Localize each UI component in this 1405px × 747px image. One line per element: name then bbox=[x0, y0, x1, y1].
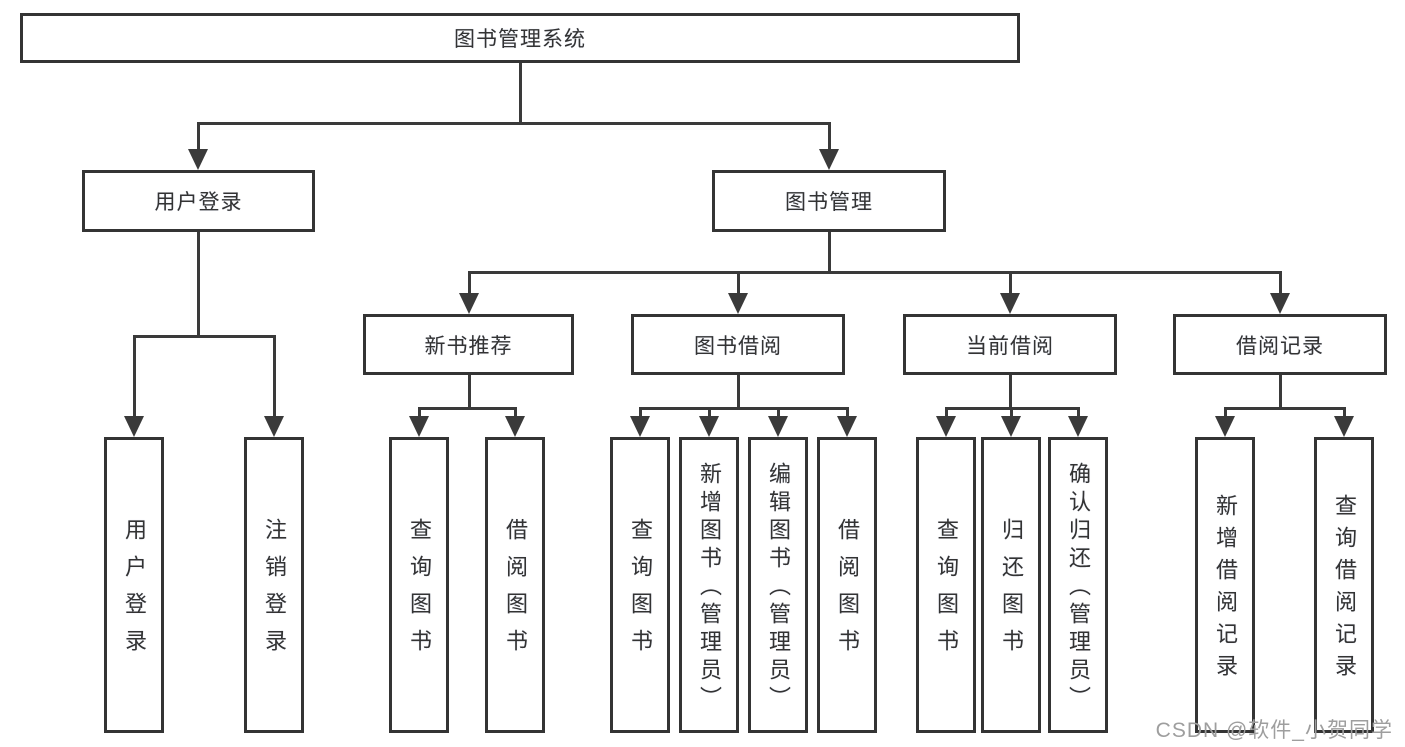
connector-drop bbox=[1076, 407, 1080, 418]
connector-stem bbox=[1278, 375, 1282, 410]
arrow-down-icon bbox=[936, 416, 956, 437]
arrow-down-icon bbox=[630, 416, 650, 437]
leaf-edit-book-admin: 编辑图书（管理员） bbox=[748, 437, 808, 733]
node-root-system: 图书管理系统 bbox=[20, 13, 1020, 63]
connector-drop bbox=[944, 407, 948, 418]
arrow-down-icon bbox=[1215, 416, 1235, 437]
arrow-down-icon bbox=[699, 416, 719, 437]
arrow-down-icon bbox=[768, 416, 788, 437]
connector-drop bbox=[827, 122, 831, 151]
arrow-down-icon bbox=[1001, 416, 1021, 437]
node-book-borrow: 图书借阅 bbox=[631, 314, 845, 375]
leaf-query-books-borrow: 查询图书 bbox=[610, 437, 670, 733]
leaf-query-books-current: 查询图书 bbox=[916, 437, 976, 733]
node-book-management: 图书管理 bbox=[712, 170, 946, 232]
leaf-return-book: 归还图书 bbox=[981, 437, 1041, 733]
connector-rail bbox=[638, 407, 849, 410]
connector-drop bbox=[736, 271, 740, 295]
arrow-down-icon bbox=[505, 416, 525, 437]
arrow-down-icon bbox=[124, 416, 144, 437]
connector-stem bbox=[518, 63, 522, 125]
leaf-borrow-books-borrow: 借阅图书 bbox=[817, 437, 877, 733]
arrow-down-icon bbox=[837, 416, 857, 437]
arrow-down-icon bbox=[264, 416, 284, 437]
connector-drop bbox=[513, 407, 517, 418]
leaf-query-books-recommend: 查询图书 bbox=[389, 437, 449, 733]
connector-rail bbox=[417, 407, 517, 410]
leaf-logout: 注销登录 bbox=[244, 437, 304, 733]
connector-stem bbox=[1008, 375, 1012, 410]
connector-drop bbox=[132, 335, 136, 418]
connector-drop bbox=[1223, 407, 1227, 418]
leaf-confirm-return-admin: 确认归还（管理员） bbox=[1048, 437, 1108, 733]
arrow-down-icon bbox=[1068, 416, 1088, 437]
connector-drop bbox=[417, 407, 421, 418]
connector-drop bbox=[776, 407, 780, 418]
connector-rail bbox=[1223, 407, 1346, 410]
connector-drop bbox=[1009, 407, 1013, 418]
connector-drop bbox=[467, 271, 471, 295]
connector-drop bbox=[707, 407, 711, 418]
connector-stem bbox=[196, 232, 200, 338]
connector-drop bbox=[196, 122, 200, 151]
node-new-book-recommend: 新书推荐 bbox=[363, 314, 574, 375]
connector-drop bbox=[638, 407, 642, 418]
node-borrow-records: 借阅记录 bbox=[1173, 314, 1387, 375]
connector-rail bbox=[467, 271, 1282, 274]
arrow-down-icon bbox=[459, 293, 479, 314]
leaf-add-borrow-record: 新增借阅记录 bbox=[1195, 437, 1255, 733]
connector-drop bbox=[1008, 271, 1012, 295]
watermark: CSDN @软件_小贺同学 bbox=[1155, 719, 1393, 742]
arrow-down-icon bbox=[409, 416, 429, 437]
connector-rail bbox=[132, 335, 276, 338]
leaf-user-login: 用户登录 bbox=[104, 437, 164, 733]
connector-stem bbox=[736, 375, 740, 410]
connector-drop bbox=[1278, 271, 1282, 295]
connector-drop bbox=[845, 407, 849, 418]
arrow-down-icon bbox=[728, 293, 748, 314]
connector-drop bbox=[272, 335, 276, 418]
leaf-query-borrow-record: 查询借阅记录 bbox=[1314, 437, 1374, 733]
arrow-down-icon bbox=[819, 149, 839, 170]
node-current-borrow: 当前借阅 bbox=[903, 314, 1117, 375]
connector-drop bbox=[1342, 407, 1346, 418]
leaf-borrow-books-recommend: 借阅图书 bbox=[485, 437, 545, 733]
connector-stem bbox=[467, 375, 471, 410]
connector-stem bbox=[827, 232, 831, 274]
arrow-down-icon bbox=[1270, 293, 1290, 314]
leaf-add-book-admin: 新增图书（管理员） bbox=[679, 437, 739, 733]
arrow-down-icon bbox=[1334, 416, 1354, 437]
connector-rail bbox=[196, 122, 831, 125]
arrow-down-icon bbox=[1000, 293, 1020, 314]
arrow-down-icon bbox=[188, 149, 208, 170]
node-user-login: 用户登录 bbox=[82, 170, 315, 232]
